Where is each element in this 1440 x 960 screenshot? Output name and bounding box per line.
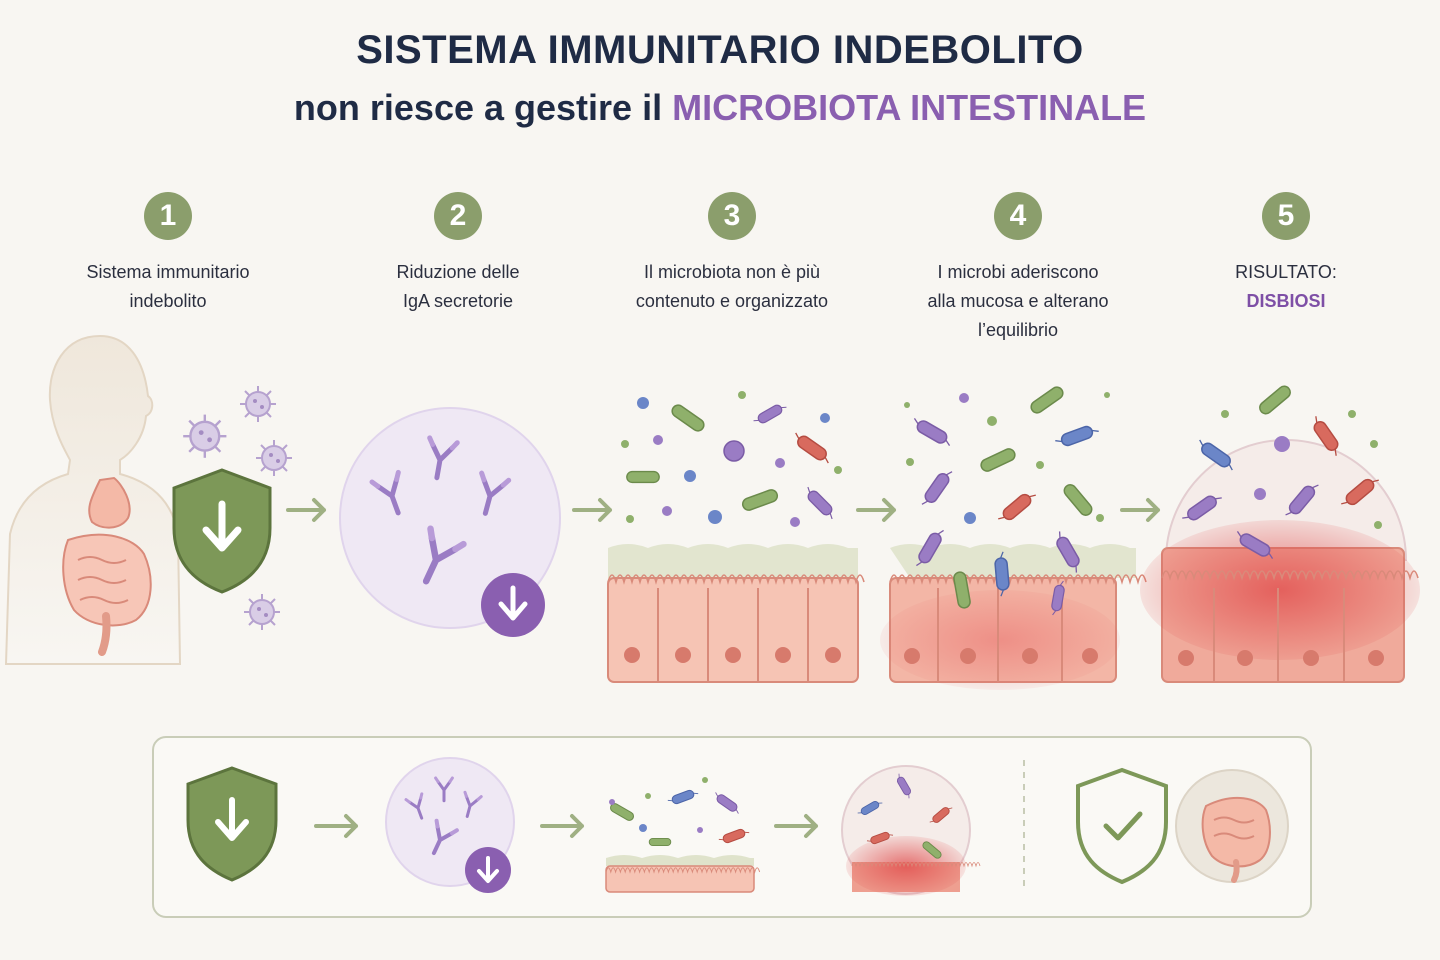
step-1: 1 Sistema immunitario indebolito — [38, 192, 298, 316]
step-2: 2 Riduzione delle IgA secretorie — [328, 192, 588, 316]
antibody-icon — [339, 407, 561, 629]
step-number-badge: 3 — [708, 192, 756, 240]
arrow-icon — [774, 814, 818, 838]
step-5: 5 RISULTATO: DISBIOSI — [1156, 192, 1416, 316]
summary-strip — [186, 757, 1289, 896]
step-number-badge: 4 — [994, 192, 1042, 240]
shield-check-icon — [1076, 767, 1168, 885]
arrow-icon — [856, 498, 896, 522]
step-label: Sistema immunitario indebolito — [38, 258, 298, 316]
intestinal-villi-icon — [605, 855, 761, 893]
step-label-line: I microbi aderiscono — [937, 262, 1099, 282]
shield-down-arrow-icon — [172, 468, 272, 594]
step-number-badge: 1 — [144, 192, 192, 240]
arrow-icon — [540, 814, 584, 838]
arrow-icon — [314, 814, 358, 838]
dysbiosis-illustration — [841, 765, 981, 896]
step-label-line: contenuto e organizzato — [635, 291, 829, 311]
intestinal-villi-icon — [607, 544, 865, 683]
step-label: Riduzione delle IgA secretorie — [328, 258, 588, 316]
step-4: 4 I microbi aderiscono alla mucosa e alt… — [888, 192, 1148, 345]
title-subtitle-accent: MICROBIOTA INTESTINALE — [672, 87, 1147, 128]
intestinal-villi-icon — [880, 525, 1147, 690]
arrow-icon — [1120, 498, 1160, 522]
step-label-line: Riduzione delle — [396, 262, 520, 282]
title-block: SISTEMA IMMUNITARIO INDEBOLITO non riesc… — [0, 28, 1440, 129]
step-number-badge: 5 — [1262, 192, 1310, 240]
arrow-icon — [572, 498, 612, 522]
down-arrow-badge-icon — [481, 573, 545, 637]
bacteria-icon — [904, 384, 1110, 527]
title-subtitle-prefix: non riesce a gestire il — [293, 87, 663, 128]
dysbiosis-illustration — [1140, 383, 1420, 683]
down-arrow-badge-icon — [465, 847, 511, 893]
step-3: 3 Il microbiota non è più contenuto e or… — [602, 192, 862, 316]
step-label-line: IgA secretorie — [402, 291, 514, 311]
title-subtitle: non riesce a gestire il MICROBIOTA INTES… — [0, 87, 1440, 129]
arrow-icon — [286, 498, 326, 522]
bacteria-icon — [621, 391, 842, 527]
step-number-badge: 2 — [434, 192, 482, 240]
step-label: RISULTATO: DISBIOSI — [1156, 258, 1416, 316]
step-label-line: Il microbiota non è più — [643, 262, 821, 282]
bacteria-icon — [608, 777, 751, 847]
step-label-line: l’equilibrio — [977, 320, 1059, 340]
step-label-line: alla mucosa e alterano — [927, 291, 1109, 311]
human-silhouette-icon — [4, 334, 182, 665]
step-label: I microbi aderiscono alla mucosa e alter… — [888, 258, 1148, 345]
step-label-line: RISULTATO: — [1235, 262, 1337, 282]
step-label-line: Sistema immunitario — [86, 262, 250, 282]
shield-down-arrow-icon — [186, 766, 278, 882]
step-label-line: indebolito — [129, 291, 207, 311]
intestine-icon — [1175, 769, 1289, 883]
title-main: SISTEMA IMMUNITARIO INDEBOLITO — [356, 28, 1084, 72]
result-label: DISBIOSI — [1246, 291, 1326, 311]
step-label: Il microbiota non è più contenuto e orga… — [602, 258, 862, 316]
